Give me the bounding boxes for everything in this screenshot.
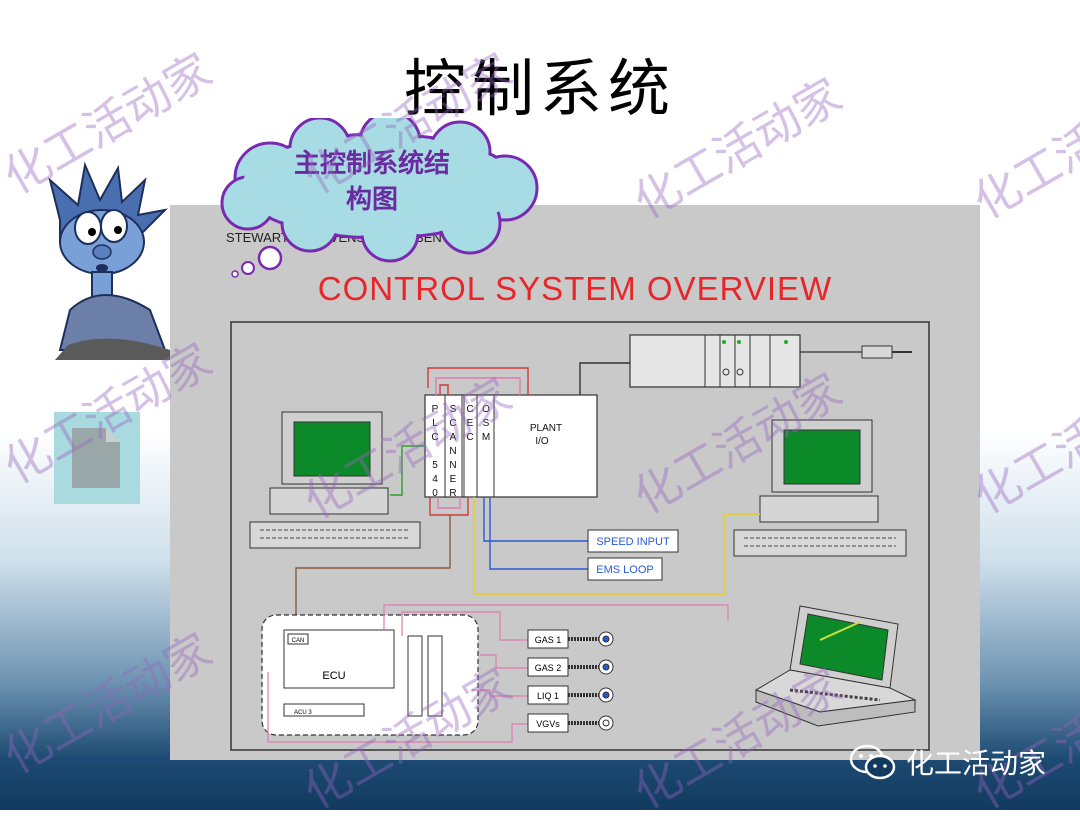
sensor-label: VGVs xyxy=(536,719,560,729)
sensor-label: GAS 2 xyxy=(535,663,562,673)
plc-letter: C xyxy=(431,432,438,443)
plc-letter: P xyxy=(432,404,439,415)
wechat-icon xyxy=(849,744,896,780)
plc-letter: L xyxy=(432,418,438,429)
can-label: CAN xyxy=(292,638,305,644)
scanner-letter: A xyxy=(450,432,457,443)
computer-left xyxy=(249,411,421,549)
plc-letter: 0 xyxy=(432,488,438,499)
scanner-letter: C xyxy=(449,418,456,429)
speed-input-label: SPEED INPUT xyxy=(596,536,670,548)
document-tile[interactable] xyxy=(54,412,140,504)
plc-letter: 5 xyxy=(432,460,438,471)
ecu-module: CAN ECU ACU 3 xyxy=(283,629,443,717)
cartoon-mascot xyxy=(48,161,180,360)
sensor-label: LIQ 1 xyxy=(537,691,559,701)
scanner-letter: E xyxy=(450,474,457,485)
rack-unit xyxy=(629,334,912,388)
slide-title: 控制系统 xyxy=(403,52,676,125)
footer-brand[interactable]: 化工活动家 xyxy=(848,742,1046,782)
diagram-title: CONTROL SYSTEM OVERVIEW xyxy=(317,270,833,307)
plant-io-label: PLANT xyxy=(530,423,562,434)
scanner-letter: N xyxy=(449,446,456,457)
osm-letter: M xyxy=(482,432,490,443)
callout-line: 主控制系统结 xyxy=(293,149,450,179)
footer-brand-label: 化工活动家 xyxy=(906,747,1047,780)
osm-letter: S xyxy=(483,418,490,429)
computer-right xyxy=(733,419,907,557)
osm-letter: O xyxy=(482,404,490,415)
scanner-letter: R xyxy=(449,488,456,499)
ecu-label: ECU xyxy=(322,670,345,682)
cec-letter: C xyxy=(466,404,473,415)
plc-letter: 4 xyxy=(432,474,438,485)
plc-rack xyxy=(424,394,598,498)
acu-label: ACU 3 xyxy=(294,710,312,716)
document-icon xyxy=(72,428,120,488)
callout-line: 构图 xyxy=(345,185,398,215)
cec-letter: E xyxy=(467,418,474,429)
thought-cloud xyxy=(220,118,539,278)
ems-loop-label: EMS LOOP xyxy=(596,564,653,576)
scanner-letter: N xyxy=(449,460,456,471)
callout-text: 主控制系统结 构图 xyxy=(262,146,482,218)
laptop xyxy=(754,605,917,727)
plant-io-label: I/O xyxy=(535,436,549,447)
sensor-label: GAS 1 xyxy=(535,635,562,645)
cec-letter: C xyxy=(466,432,473,443)
scanner-letter: S xyxy=(450,404,457,415)
